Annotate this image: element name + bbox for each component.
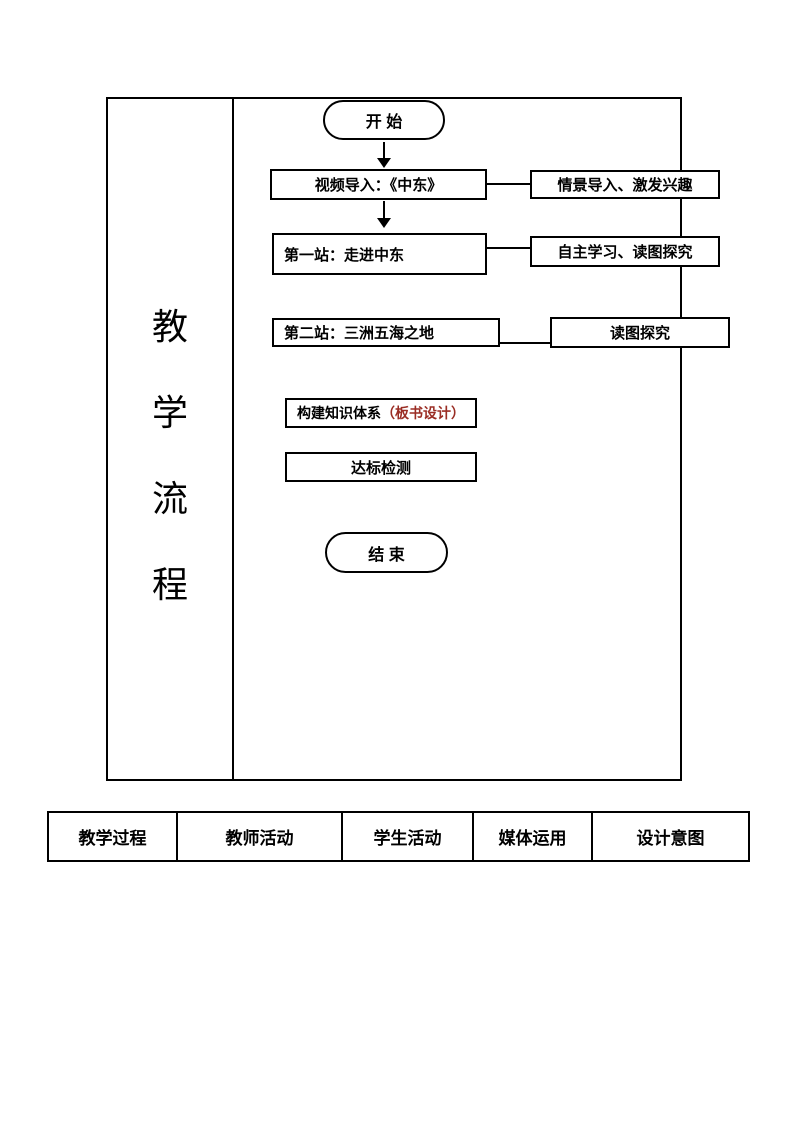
scene-intro-note-node: 情景导入、激发兴趣 <box>530 170 720 199</box>
start-node: 开 始 <box>323 100 445 140</box>
self-study-note-node: 自主学习、读图探究 <box>530 236 720 267</box>
frame-column-divider <box>232 97 234 781</box>
knowledge-system-node: 构建知识体系（板书设计） <box>285 398 477 428</box>
station1-node: 第一站：走进中东 <box>272 233 487 275</box>
vertical-title-char: 学 <box>151 393 188 433</box>
vertical-title-char: 教 <box>151 307 188 347</box>
vertical-section-title: 教 学 流 程 <box>148 308 192 604</box>
reading-note-node: 读图探究 <box>550 317 730 348</box>
knowledge-system-label: 构建知识体系 <box>297 405 381 421</box>
table-cell-teaching-process: 教学过程 <box>49 813 178 860</box>
down-arrow-line-1 <box>383 142 385 159</box>
vertical-title-char: 程 <box>151 565 188 605</box>
end-node: 结 束 <box>325 532 448 573</box>
vertical-title-char: 流 <box>151 479 188 519</box>
table-cell-design-intent: 设计意图 <box>636 829 705 848</box>
flow-diagram-frame <box>106 97 682 781</box>
video-intro-node: 视频导入：《中东》 <box>270 169 487 200</box>
down-arrow-icon-2 <box>377 218 391 228</box>
station2-node: 第二站：三洲五海之地 <box>272 318 500 347</box>
down-arrow-line-2 <box>383 201 385 219</box>
board-design-label: （板书设计） <box>381 405 465 421</box>
connector-line-1 <box>487 183 530 185</box>
table-cell-student-activity: 学生活动 <box>343 813 474 860</box>
table-cell-teacher-activity: 教师活动 <box>178 813 343 860</box>
connector-line-2 <box>487 247 530 249</box>
table-cell-media-use: 媒体运用 <box>474 813 593 860</box>
header-table: 教学过程 教师活动 学生活动 媒体运用 设计意图 <box>47 811 750 862</box>
down-arrow-icon-1 <box>377 158 391 168</box>
connector-line-3 <box>500 342 550 344</box>
standard-test-node: 达标检测 <box>285 452 477 482</box>
